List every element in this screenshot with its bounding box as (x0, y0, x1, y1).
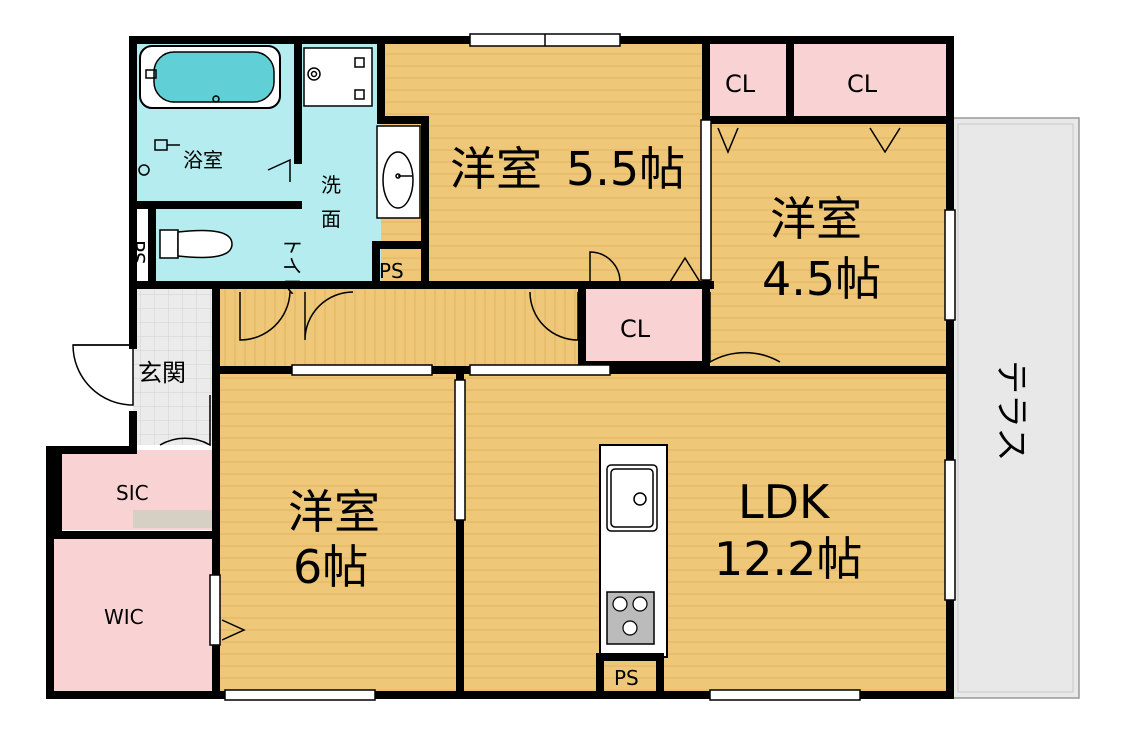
washing-machine-pan-icon (303, 47, 373, 107)
sic-label: SIC (116, 481, 149, 505)
ps-kitchen-label: PS (614, 666, 639, 690)
door-swing-icon (72, 127, 901, 641)
sliding-window-icon (209, 33, 956, 701)
stove-icon (606, 591, 655, 645)
entrance-floor (133, 285, 216, 445)
wash-label-1: 洗 (321, 173, 341, 197)
western-55-size: 5.5帖 (566, 142, 685, 196)
terrace (951, 117, 1080, 699)
western-55-name: 洋室 (450, 142, 542, 196)
western-6-floor (216, 370, 460, 695)
cl-center-label: CL (620, 315, 651, 343)
western-45-floor (710, 120, 950, 370)
ldk-size: 12.2帖 (714, 532, 862, 586)
western-6-name: 洋室 (288, 485, 380, 539)
western-55-floor (381, 40, 706, 285)
ldk-name: LDK (738, 475, 831, 529)
ps-left-label: PS (125, 240, 149, 265)
washbasin-icon (376, 125, 421, 219)
bathtub-icon (139, 45, 281, 109)
ps-wash-label: PS (379, 259, 404, 283)
toilet-label: トイレ (280, 236, 304, 296)
floors (50, 40, 950, 695)
hallway-floor (216, 285, 582, 370)
western-45-name: 洋室 (770, 192, 862, 246)
labels: 浴室 洗 面 トイレ PS PS 洋室 5.5帖 洋室 4.5帖 洋室 6帖 L… (104, 70, 1031, 690)
cl-top-right-label: CL (847, 70, 878, 98)
cl-top-left-label: CL (725, 70, 756, 98)
wash-label-2: 面 (321, 207, 341, 231)
wic-label: WIC (104, 605, 144, 629)
western-45-size: 4.5帖 (762, 252, 881, 306)
bath-label: 浴室 (183, 148, 223, 172)
sink-icon (606, 464, 658, 532)
terrace-label: テラス (991, 360, 1031, 461)
western-6-size: 6帖 (293, 540, 368, 594)
toilet-icon (159, 229, 233, 259)
entrance-label: 玄関 (138, 359, 186, 387)
faucet-icon (138, 69, 180, 176)
ldk-floor (460, 370, 950, 695)
fixtures (138, 45, 668, 658)
